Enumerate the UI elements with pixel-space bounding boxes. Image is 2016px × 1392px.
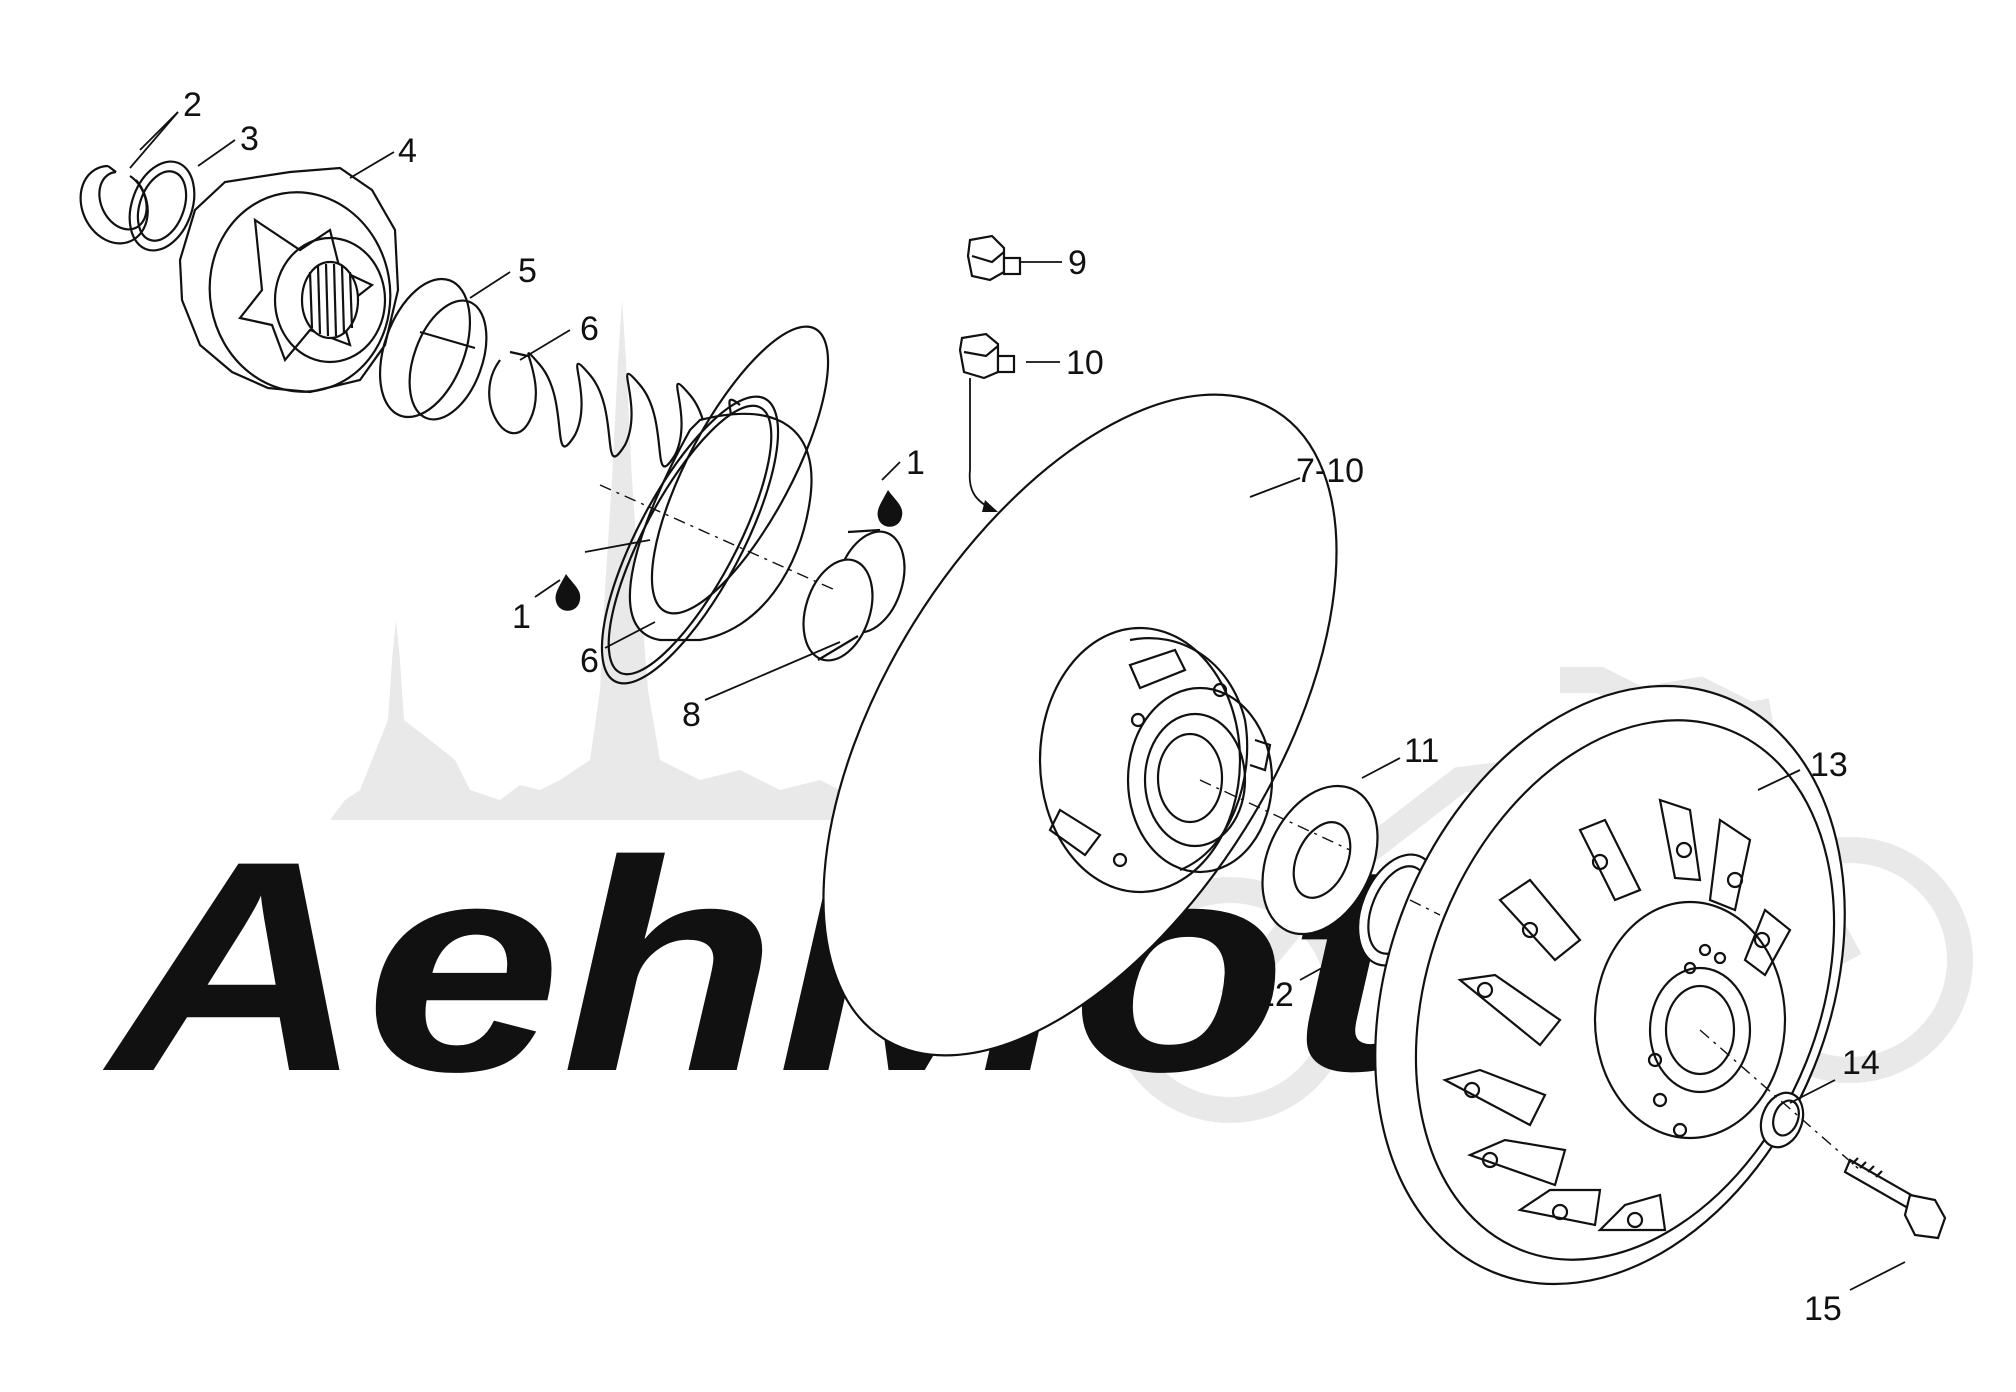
callout-7-10: 7-10 xyxy=(1296,452,1364,490)
callout-2: 2 xyxy=(183,86,202,124)
callout-3: 3 xyxy=(240,120,259,158)
fin-rivets xyxy=(1463,841,1771,1229)
callout-7: 6 xyxy=(580,642,599,680)
part-13-fixed-sheave xyxy=(1374,684,1846,1286)
part-8-bushing xyxy=(802,528,906,662)
part-5-collar xyxy=(378,277,488,421)
callout-4: 4 xyxy=(398,132,417,170)
part-10-slider xyxy=(958,332,1016,380)
needle-bearing xyxy=(308,263,354,337)
callout-10: 10 xyxy=(1066,344,1104,382)
callout-labels: 2 3 4 5 6 1 1 6 8 9 10 7-10 11 12 13 14 … xyxy=(183,86,1880,1328)
part-7-ring xyxy=(600,325,830,685)
part-9-slider xyxy=(966,234,1022,282)
callout-14: 14 xyxy=(1842,1044,1880,1082)
callout-13: 13 xyxy=(1810,746,1848,784)
grease-drop-icon xyxy=(877,490,903,527)
part-3-washer xyxy=(128,160,196,252)
part-15-bolt xyxy=(1843,1157,1947,1240)
part-7-10-sheave xyxy=(822,393,1338,1057)
callout-1-lower: 1 xyxy=(512,598,531,636)
callout-11: 11 xyxy=(1404,732,1439,770)
assembly-axis xyxy=(599,484,1861,1171)
grease-drop-icon xyxy=(555,574,581,611)
callout-12: 12 xyxy=(1256,976,1294,1014)
watermark-skyline xyxy=(330,300,840,820)
part-14-cap-washer xyxy=(1759,1091,1805,1149)
callout-8: 8 xyxy=(682,696,701,734)
callout-5: 5 xyxy=(518,252,537,290)
callout-6: 6 xyxy=(580,310,599,348)
leader-lines xyxy=(129,111,1906,1291)
callout-1-upper: 1 xyxy=(906,444,925,482)
callout-9: 9 xyxy=(1068,244,1087,282)
part-2-retaining-ring xyxy=(79,164,149,245)
arrow-icon xyxy=(982,500,998,512)
callout-15: 15 xyxy=(1804,1290,1842,1328)
part-4-cam xyxy=(178,166,400,394)
leader-10-arrow xyxy=(968,378,991,509)
cooling-fins xyxy=(1442,798,1792,1232)
